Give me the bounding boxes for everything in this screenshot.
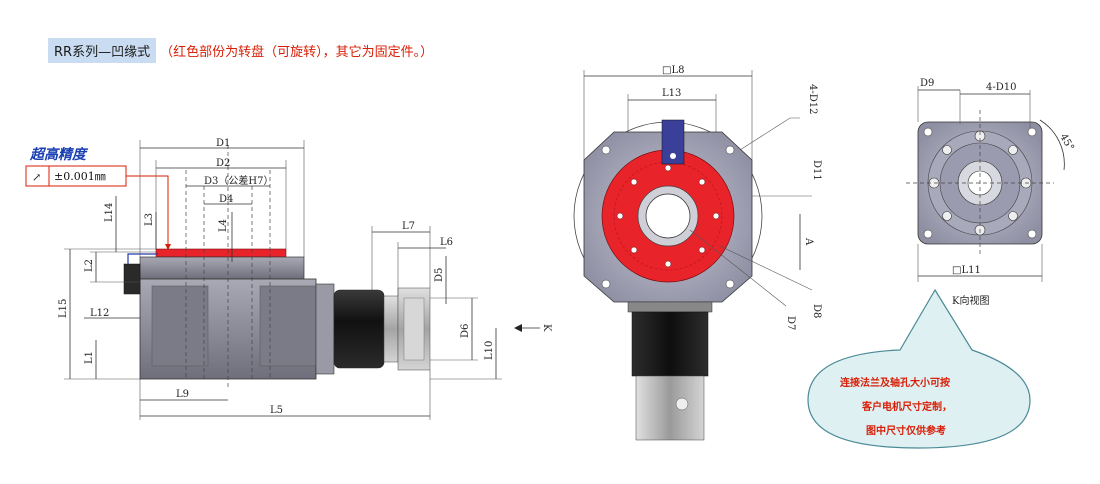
dim-L3: L3 xyxy=(144,213,155,226)
front-motor-flange xyxy=(635,375,705,441)
dim-D8: D8 xyxy=(811,304,822,318)
title-note: （红色部份为转盘（可旋转），其它为固定件。） xyxy=(160,45,434,60)
dim-D11: D11 xyxy=(811,160,822,181)
dim-L10: L10 xyxy=(484,341,495,360)
dim-D5: D5 xyxy=(434,268,445,282)
accuracy-tolerance: ±0.001㎜ xyxy=(54,170,106,183)
dim-D4: D4 xyxy=(219,194,233,205)
callout-line-3: 图中尺寸仅供参考 xyxy=(866,424,946,437)
dim-4-D10: 4-D10 xyxy=(986,82,1016,93)
dim-L15: L15 xyxy=(58,299,69,318)
dim-D7: D7 xyxy=(785,316,796,330)
dim-L7: L7 xyxy=(402,221,415,232)
dim-L11: □L11 xyxy=(952,265,981,276)
dim-L1: L1 xyxy=(84,351,95,364)
callout-line-1: 连接法兰及轴孔大小可按 xyxy=(840,376,950,389)
dim-A: A xyxy=(803,237,814,246)
dim-4-D12: 4-D12 xyxy=(807,84,818,114)
callout-line-2: 客户电机尺寸定制， xyxy=(861,400,952,413)
k-view-caption: K向视图 xyxy=(952,294,989,307)
dim-L5: L5 xyxy=(270,405,283,416)
front-view: □L8 L13 4-D12 D11 A D8 D7 xyxy=(573,65,822,441)
dim-D9: D9 xyxy=(920,78,934,89)
accuracy-badge: 超高精度 ↗ ±0.001㎜ xyxy=(25,146,171,250)
side-view: D1 D2 D3（公差H7） D4 L4 L3 L14 L2 L15 L12 xyxy=(58,138,552,420)
k-view: D9 4-D10 45° □L11 K向视图 xyxy=(906,78,1076,307)
dim-L8: □L8 xyxy=(662,65,684,76)
turntable-top xyxy=(155,248,287,258)
dim-L6: L6 xyxy=(440,237,453,248)
dim-D2: D2 xyxy=(216,158,230,169)
series-title: RR系列—凹缘式 xyxy=(48,38,157,63)
upper-housing xyxy=(139,256,305,280)
dim-45-deg: 45° xyxy=(1057,132,1075,153)
dim-L2: L2 xyxy=(84,259,95,272)
dim-L14: L14 xyxy=(104,203,115,222)
dim-L9: L9 xyxy=(176,389,189,400)
front-motor xyxy=(631,311,709,377)
title-bar: RR系列—凹缘式 （红色部份为转盘（可旋转），其它为固定件。） xyxy=(48,38,433,63)
dim-D6: D6 xyxy=(460,324,471,338)
runout-icon: ↗ xyxy=(32,171,41,184)
dim-L12: L12 xyxy=(90,308,109,319)
motor xyxy=(333,289,385,369)
dim-L4: L4 xyxy=(218,219,229,232)
dim-L13: L13 xyxy=(662,88,681,99)
customization-callout: 连接法兰及轴孔大小可按 客户电机尺寸定制， 图中尺寸仅供参考 xyxy=(807,288,1031,449)
accuracy-heading: 超高精度 xyxy=(29,146,89,163)
dim-D1: D1 xyxy=(216,138,230,149)
dim-D3: D3（公差H7） xyxy=(204,174,273,187)
view-K-label: K xyxy=(541,324,552,332)
